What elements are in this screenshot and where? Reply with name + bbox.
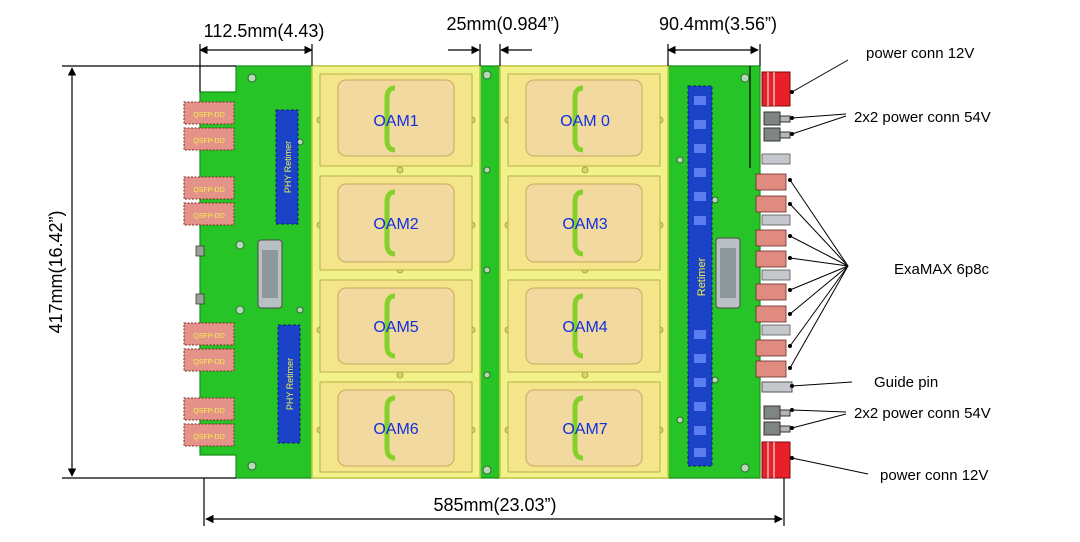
svg-text:PHY Retimer: PHY Retimer	[285, 358, 295, 410]
guide-pin-shape	[761, 381, 793, 393]
phy-retimer-top: PHY Retimer	[275, 109, 299, 225]
mounting-holes	[235, 69, 750, 475]
callout-power-12v-bottom: power conn 12V	[880, 467, 988, 484]
callout-power-54v-bottom: 2x2 power conn 54V	[854, 405, 991, 422]
retimer-right: Retimer	[687, 85, 713, 467]
dim-gap-center: 25mm(0.984”)	[446, 14, 559, 34]
oam6-label: OAM6	[373, 421, 418, 438]
qsfp-port: QSFP-DD	[183, 397, 235, 421]
svg-text:QSFP-DD: QSFP-DD	[193, 138, 225, 145]
oam2-label: OAM2	[373, 216, 418, 233]
dim-length: 585mm(23.03”)	[433, 495, 556, 515]
power-conn-12v-top	[761, 71, 791, 107]
oam0-label: OAM 0	[560, 113, 610, 130]
oam-module-4	[507, 279, 661, 373]
svg-text:QSFP-DD: QSFP-DD	[193, 359, 225, 366]
svg-text:QSFP-DD: QSFP-DD	[193, 333, 225, 340]
dim-width-left: 112.5mm(4.43)	[204, 21, 325, 41]
power-conn-12v-bottom	[761, 441, 791, 479]
svg-text:Retimer: Retimer	[696, 257, 708, 296]
callout-guide-pin: Guide pin	[874, 374, 938, 391]
dim-width-right: 90.4mm(3.56”)	[659, 14, 777, 34]
callout-leaders	[789, 59, 869, 475]
callout-power-12v-top: power conn 12V	[866, 45, 974, 62]
examax-connectors	[755, 153, 791, 378]
callout-examax: ExaMAX 6p8c	[894, 261, 990, 278]
oam4-label: OAM4	[562, 319, 607, 336]
qsfp-port: QSFP-DD	[183, 423, 235, 447]
svg-text:QSFP-DD: QSFP-DD	[193, 187, 225, 194]
svg-text:QSFP-DD: QSFP-DD	[193, 434, 225, 441]
qsfp-connectors: QSFP-DD QSFP-DD QSFP-DD QSFP-DD QSFP-DD …	[183, 101, 235, 447]
oam-module-7	[507, 381, 661, 473]
power-conn-54v-bottom	[763, 405, 791, 436]
svg-text:PHY Retimer: PHY Retimer	[283, 141, 293, 193]
oam3-label: OAM3	[562, 216, 607, 233]
svg-text:QSFP-DD: QSFP-DD	[193, 112, 225, 119]
oam-module-1	[319, 73, 473, 167]
dim-height: 417mm(16.42”)	[46, 210, 66, 333]
qsfp-port: QSFP-DD	[183, 202, 235, 226]
oam-module-5	[319, 279, 473, 373]
qsfp-port: QSFP-DD	[183, 322, 235, 346]
qsfp-port: QSFP-DD	[183, 127, 235, 151]
right-heatsink	[715, 237, 741, 309]
oam1-label: OAM1	[373, 113, 418, 130]
side-ports	[195, 245, 205, 305]
svg-text:QSFP-DD: QSFP-DD	[193, 213, 225, 220]
power-conn-54v-top	[763, 111, 791, 142]
oam-module-0	[507, 73, 661, 167]
dimension-lines	[62, 44, 785, 526]
oam-module-6	[319, 381, 473, 473]
callout-power-54v-top: 2x2 power conn 54V	[854, 109, 991, 126]
qsfp-port: QSFP-DD	[183, 348, 235, 372]
oam-module-3	[507, 175, 661, 271]
callout-dots	[788, 90, 794, 460]
svg-text:QSFP-DD: QSFP-DD	[193, 408, 225, 415]
oam7-label: OAM7	[562, 421, 607, 438]
phy-retimer-bottom: PHY Retimer	[277, 324, 301, 444]
qsfp-port: QSFP-DD	[183, 176, 235, 200]
oam5-label: OAM5	[373, 319, 418, 336]
left-heatsink	[257, 239, 283, 309]
oam-module-2	[319, 175, 473, 271]
qsfp-port: QSFP-DD	[183, 101, 235, 125]
